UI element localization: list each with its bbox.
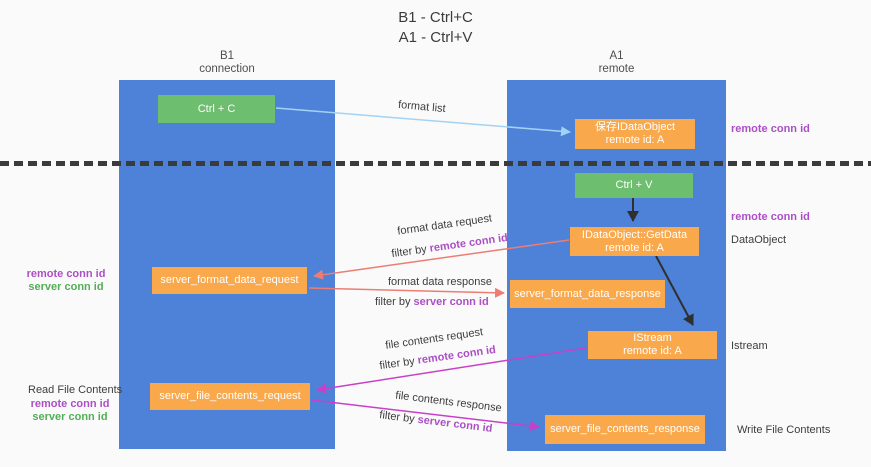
- node-istream-subtitle: remote id: A: [623, 345, 682, 357]
- edge-label-file-contents-response: file contents response: [394, 389, 503, 415]
- node-server-file-contents-request-label: server_file_contents_request: [159, 390, 301, 402]
- node-getdata-title: IDataObject::GetData: [581, 228, 688, 241]
- lane-a1-name: A1: [609, 50, 624, 62]
- node-istream: IStream remote id: A: [588, 331, 717, 359]
- remote-conn-id-text: remote conn id: [416, 343, 497, 367]
- title-line-2: A1 - Ctrl+V: [398, 29, 473, 46]
- node-server-format-data-response: server_format_data_response: [510, 280, 665, 308]
- annotation-conn-ids-bottom-left: remote conn id server conn id: [25, 398, 115, 424]
- node-getdata-subtitle: remote id: A: [605, 241, 664, 254]
- annotation-server-conn-id-bottom-left: server conn id: [32, 411, 108, 423]
- node-save-idataobject-subtitle: remote id: A: [605, 134, 665, 146]
- node-idataobject-getdata: IDataObject::GetData remote id: A: [570, 227, 699, 256]
- server-conn-id-text: server conn id: [416, 413, 494, 435]
- node-save-idataobject-title: 保存IDataObject: [594, 121, 676, 133]
- annotation-read-file-contents: Read File Contents: [28, 384, 123, 396]
- node-save-idataobject: 保存IDataObject remote id: A: [575, 119, 695, 149]
- phase-divider-dashed-line: [0, 161, 871, 166]
- node-server-format-data-response-label: server_format_data_response: [514, 287, 661, 300]
- lane-header-a1: A1 remote: [507, 50, 726, 76]
- filter-by-text: filter by: [378, 409, 419, 426]
- arrow-format-data-response: [308, 287, 505, 298]
- diagram-title: B1 - Ctrl+C A1 - Ctrl+V: [0, 8, 871, 48]
- annotation-dataobject: DataObject: [731, 234, 787, 246]
- annotation-istream: Istream: [731, 340, 768, 352]
- title-line-1: B1 - Ctrl+C: [398, 9, 473, 26]
- node-ctrl-c: Ctrl + C: [158, 95, 275, 123]
- lane-a1-role: remote: [598, 63, 635, 75]
- edge-label-format-list: format list: [397, 98, 447, 116]
- node-server-file-contents-response-label: server_file_contents_response: [550, 423, 700, 435]
- filter-by-text: filter by: [375, 296, 414, 308]
- annotation-remote-conn-id-bottom-left: remote conn id: [30, 398, 110, 410]
- edge-label-format-data-response: format data response: [388, 276, 492, 288]
- annotation-server-conn-id-left: server conn id: [28, 281, 104, 293]
- edge-label-filter-by-server-conn-id-2: filter by server conn id: [379, 409, 493, 435]
- lane-header-b1: B1 connection: [119, 50, 335, 76]
- annotation-remote-conn-id-left: remote conn id: [26, 268, 106, 280]
- edge-label-filter-by-server-conn-id-1: filter by server conn id: [375, 296, 489, 308]
- node-istream-title: IStream: [633, 332, 672, 344]
- annotation-remote-conn-id-mid-right: remote conn id: [731, 211, 810, 223]
- node-server-format-data-request: server_format_data_request: [152, 267, 307, 294]
- lane-b1-role: connection: [199, 63, 255, 75]
- remote-conn-id-text: remote conn id: [428, 231, 509, 255]
- node-server-file-contents-request: server_file_contents_request: [150, 383, 310, 410]
- node-ctrl-c-label: Ctrl + C: [197, 102, 236, 115]
- annotation-conn-ids-left: remote conn id server conn id: [22, 268, 110, 294]
- lane-b1-name: B1: [219, 50, 235, 62]
- filter-by-text: filter by: [378, 354, 419, 373]
- annotation-write-file-contents: Write File Contents: [737, 424, 831, 436]
- edge-label-format-data-request: format data request: [396, 212, 493, 238]
- node-ctrl-v-label: Ctrl + V: [615, 179, 653, 191]
- server-conn-id-text: server conn id: [413, 296, 489, 308]
- node-server-file-contents-response: server_file_contents_response: [545, 415, 705, 444]
- node-ctrl-v: Ctrl + V: [575, 173, 693, 198]
- filter-by-text: filter by: [390, 242, 431, 261]
- node-server-format-data-request-label: server_format_data_request: [160, 274, 299, 286]
- annotation-remote-conn-id-top-right: remote conn id: [731, 123, 810, 135]
